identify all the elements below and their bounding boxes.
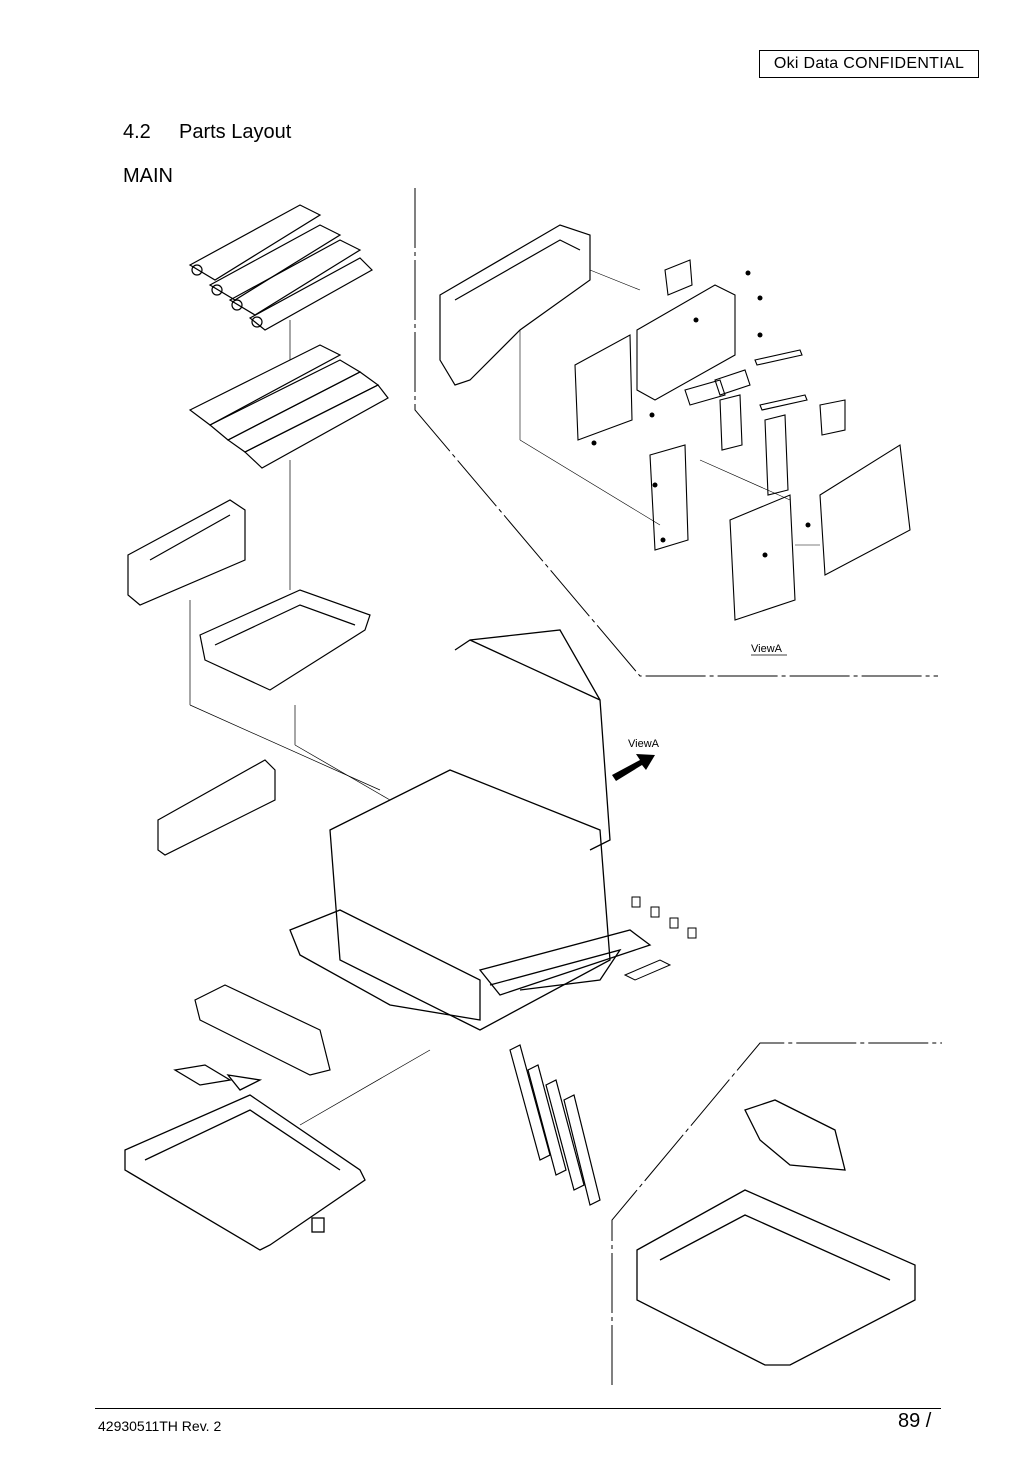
paper-tray (124, 1064, 366, 1251)
output-unit (636, 1099, 916, 1366)
section-heading: 4.2 Parts Layout (123, 121, 291, 144)
rear-cover (157, 759, 276, 856)
diagram-subtitle: MAIN (123, 165, 173, 187)
toner-cartridges (188, 204, 373, 331)
page-number: 89 / (898, 1410, 932, 1432)
duct (194, 984, 331, 1076)
confidential-label: Oki Data CONFIDENTIAL (759, 50, 979, 78)
image-drums (188, 344, 389, 469)
document-id: 42930511TH Rev. 2 (98, 1418, 222, 1434)
connectors (623, 896, 697, 981)
printer-body (289, 629, 652, 1031)
view-a-label-top: ViewA (751, 643, 783, 655)
view-a-boards (574, 259, 911, 621)
section-title: Parts Layout (179, 121, 292, 143)
led-heads (509, 1044, 601, 1206)
view-a-chassis (439, 224, 591, 386)
belt-unit (199, 589, 371, 691)
fuser-unit (127, 499, 246, 606)
section-number: 4.2 (123, 121, 151, 143)
view-a-arrow (612, 754, 655, 781)
view-a-label-arrow: ViewA (628, 738, 660, 750)
footer-rule (95, 1408, 941, 1409)
